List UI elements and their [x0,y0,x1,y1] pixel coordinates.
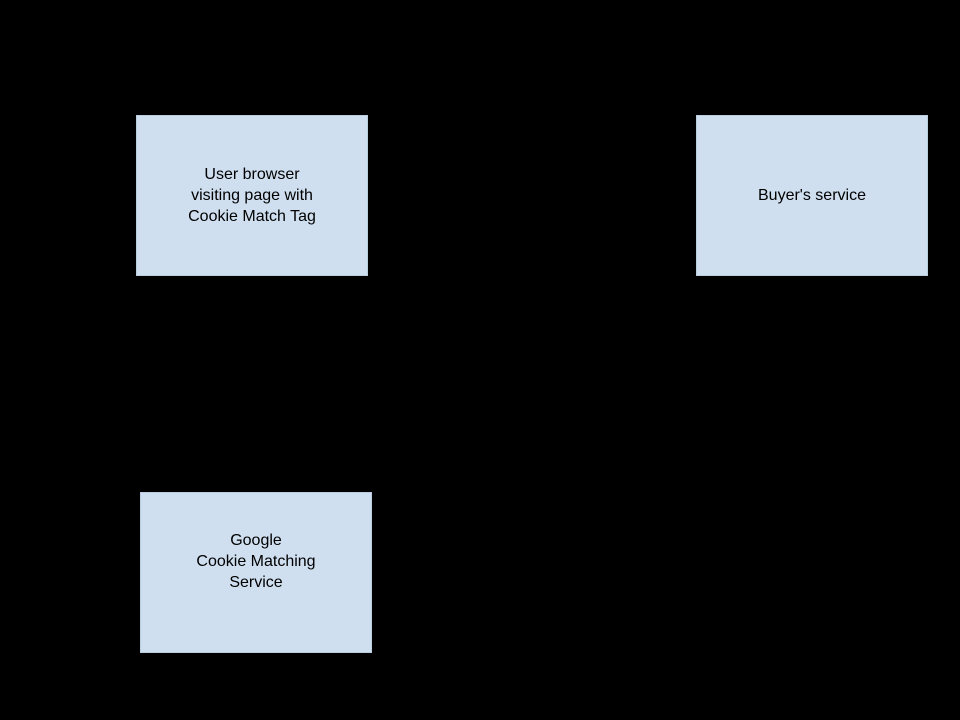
node-buyers-service[interactable]: Buyer's service [696,115,928,276]
node-google-cookie-matching-service[interactable]: Google Cookie Matching Service [140,492,372,653]
node-user-browser-label: User browser visiting page with Cookie M… [188,166,316,225]
node-google-cookie-matching-service-label: Google Cookie Matching Service [196,532,316,591]
node-user-browser[interactable]: User browser visiting page with Cookie M… [136,115,368,276]
node-buyers-service-label: Buyer's service [758,187,866,204]
